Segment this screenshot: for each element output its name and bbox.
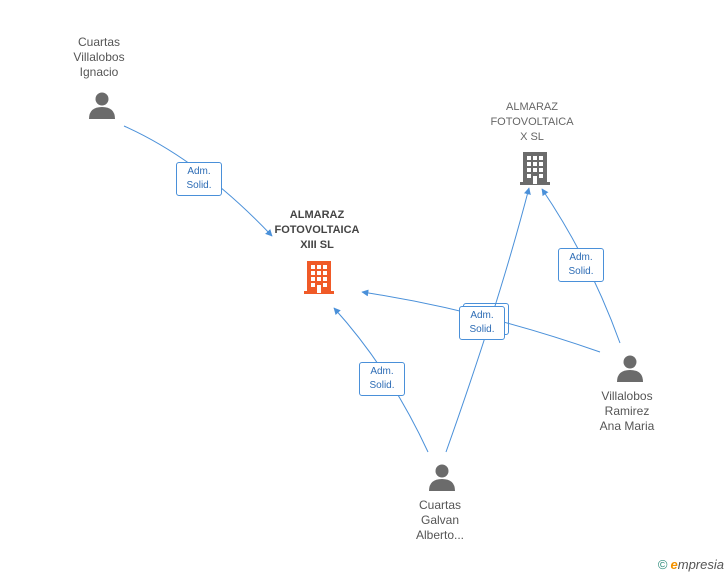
edge-label-line: Adm.: [569, 252, 593, 263]
edge-label-line: Adm.: [370, 366, 394, 377]
edge-label-ana-alberto-main[interactable]: Adm. Solid.: [459, 303, 509, 340]
node-line: Galvan: [420, 513, 460, 527]
node-line: XIII SL: [300, 239, 334, 251]
node-line: Ramirez: [604, 404, 650, 418]
footer-brand[interactable]: ©empresia: [658, 557, 724, 572]
node-line: Cuartas: [418, 498, 462, 512]
edge-label-line: Solid.: [568, 266, 594, 277]
person-icon[interactable]: [615, 353, 645, 383]
edge-label-alberto-main[interactable]: Adm. Solid.: [359, 362, 405, 396]
node-line: Villalobos: [73, 50, 125, 64]
edge-label-line: Adm.: [470, 310, 494, 321]
person-label-ana[interactable]: Villalobos Ramirez Ana Maria: [582, 389, 672, 434]
person-label-ignacio[interactable]: Cuartas Villalobos Ignacio: [54, 35, 144, 80]
node-line: Alberto...: [415, 528, 465, 542]
company-label-other[interactable]: ALMARAZ FOTOVOLTAICA X SL: [477, 100, 587, 145]
building-icon[interactable]: [302, 259, 336, 295]
person-label-alberto[interactable]: Cuartas Galvan Alberto...: [395, 498, 485, 543]
edge-label-ignacio-main[interactable]: Adm. Solid.: [176, 162, 222, 196]
copyright-icon: ©: [657, 557, 668, 572]
brand-initial: e: [670, 557, 678, 572]
node-line: FOTOVOLTAICA: [490, 116, 574, 128]
edge-label-ana-other[interactable]: Adm. Solid.: [558, 248, 604, 282]
brand-name: mpresia: [677, 557, 724, 572]
node-line: Villalobos: [601, 389, 653, 403]
node-line: Ana Maria: [599, 419, 655, 433]
node-line: FOTOVOLTAICA: [274, 224, 360, 236]
company-label-main[interactable]: ALMARAZ FOTOVOLTAICA XIII SL: [262, 208, 372, 253]
person-icon[interactable]: [87, 90, 117, 120]
edge-label-line: Adm.: [187, 166, 211, 177]
edge-label-line: Solid.: [469, 324, 495, 335]
node-line: Cuartas: [77, 35, 121, 49]
edge-label-line: Solid.: [369, 380, 395, 391]
node-line: ALMARAZ: [289, 209, 345, 221]
node-line: X SL: [520, 131, 544, 143]
person-icon[interactable]: [427, 462, 457, 492]
node-line: ALMARAZ: [506, 101, 558, 113]
edge-label-line: Solid.: [186, 180, 212, 191]
building-icon[interactable]: [518, 150, 552, 186]
node-line: Ignacio: [79, 65, 119, 79]
